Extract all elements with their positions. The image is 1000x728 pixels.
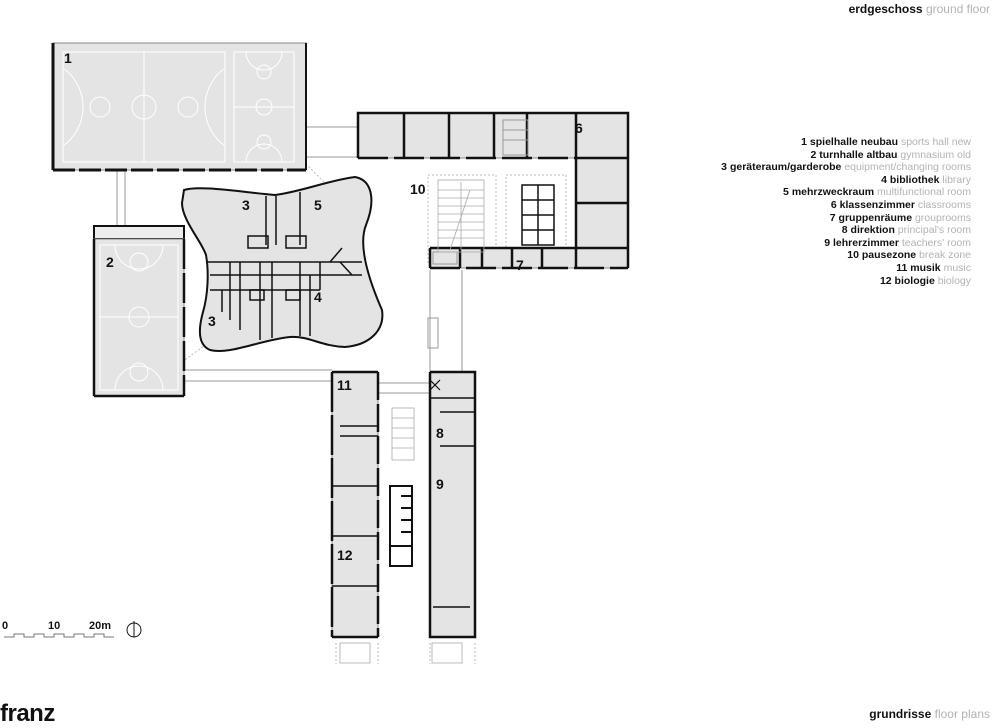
room-number: 5	[314, 197, 322, 213]
legend-label-de: klassenzimmer	[839, 198, 915, 211]
legend-label-de: spielhalle neubau	[809, 136, 899, 148]
room-number: 6	[575, 120, 583, 136]
legend-number: 5	[783, 186, 789, 199]
legend-number: 4	[881, 173, 887, 186]
legend-label-de: musik	[910, 261, 941, 274]
legend-item: 8 direktion principal's room	[721, 224, 971, 237]
legend-number: 1	[801, 136, 807, 148]
legend-item: 12 biologie biology	[721, 275, 971, 288]
scale-label-20m: 20m	[89, 620, 111, 632]
header-title-de: erdgeschoss	[848, 2, 923, 16]
legend-number: 12	[879, 274, 892, 287]
legend-label-en: multifunctional room	[877, 186, 971, 199]
legend-label-de: pausezone	[861, 249, 917, 262]
legend-label-de: geräteraum/garderobe	[729, 161, 842, 174]
legend-number: 8	[841, 224, 848, 237]
legend-item: 5 mehrzweckraum multifunctional room	[721, 186, 971, 199]
scale-bar: 0 10 20m	[2, 620, 142, 638]
legend-label-en: break zone	[919, 249, 971, 262]
scale-label-0: 0	[2, 620, 8, 632]
room-number: 10	[410, 181, 426, 197]
room-number: 3	[242, 197, 250, 213]
connector-lines	[116, 126, 463, 394]
break-zone-stairs	[437, 179, 485, 253]
legend-label-de: turnhalle altbau	[819, 148, 898, 161]
admin-wing	[428, 370, 477, 639]
franz-logo: franz	[0, 700, 55, 727]
room-number: 8	[436, 425, 444, 441]
legend-label-de: direktion	[850, 224, 895, 237]
legend-item: 9 lehrerzimmer teachers' room	[721, 237, 971, 250]
legend-item: 2 turnhalle altbau gymnasium old	[721, 148, 972, 162]
legend-label-en: music	[943, 261, 971, 274]
legend-number: 11	[896, 261, 908, 274]
legend-label-de: lehrerzimmer	[833, 236, 899, 249]
legend-label-en: principal's room	[897, 224, 971, 237]
legend-label-en: teachers' room	[901, 236, 971, 249]
room-number: 1	[64, 50, 72, 66]
legend-label-en: gymnasium old	[900, 148, 971, 161]
sports-hall-new	[51, 42, 307, 172]
central-core	[389, 485, 413, 567]
footer-en: floor plans	[934, 707, 990, 721]
legend-label-en: sports hall new	[900, 136, 971, 148]
legend-item: 3 geräteraum/garderobe equipment/changin…	[721, 161, 971, 174]
legend-number: 10	[847, 249, 859, 262]
legend-item: 11 musik music	[721, 262, 971, 275]
music-biology-wing	[330, 370, 380, 639]
page-footer: grundrisse floor plans	[869, 707, 990, 721]
legend-label-en: grouprooms	[914, 211, 971, 224]
toilet-block	[521, 184, 555, 246]
south-stairs	[339, 407, 463, 664]
library-block	[180, 175, 384, 352]
legend-item: 10 pausezone break zone	[721, 249, 971, 262]
legend-label-en: biology	[937, 274, 971, 287]
legend-number: 3	[721, 161, 728, 174]
room-number: 11	[337, 377, 352, 393]
room-number: 7	[516, 257, 524, 273]
page-header: erdgeschoss ground floor	[849, 2, 990, 16]
room-number: 3	[208, 313, 216, 329]
footer-de: grundrisse	[869, 707, 932, 721]
legend-number: 2	[810, 148, 817, 161]
legend-label-en: equipment/changing rooms	[844, 161, 971, 174]
room-number: 2	[106, 254, 114, 270]
legend-label-de: mehrzweckraum	[791, 186, 875, 199]
room-number: 12	[337, 547, 353, 563]
room-number: 4	[314, 289, 322, 305]
legend-number: 6	[830, 198, 837, 211]
legend-item: 4 bibliothek library	[721, 174, 971, 187]
legend-label-en: classrooms	[917, 198, 971, 211]
scale-label-10: 10	[48, 620, 60, 632]
gymnasium-old	[92, 225, 186, 398]
legend-label-en: library	[942, 173, 971, 186]
legend-item: 7 gruppenräume grouprooms	[721, 212, 971, 225]
legend-item: 1 spielhalle neubau sports hall new	[721, 136, 971, 149]
legend-label-de: biologie	[894, 274, 935, 287]
legend-number: 7	[829, 211, 836, 224]
legend-label-de: gruppenräume	[838, 211, 913, 224]
legend-item: 6 klassenzimmer classrooms	[721, 199, 971, 212]
legend-label-de: bibliothek	[889, 173, 940, 186]
header-title-en: ground floor	[925, 2, 990, 16]
classroom-wing	[356, 111, 630, 270]
legend-number: 9	[824, 236, 831, 249]
room-number: 9	[436, 476, 444, 492]
